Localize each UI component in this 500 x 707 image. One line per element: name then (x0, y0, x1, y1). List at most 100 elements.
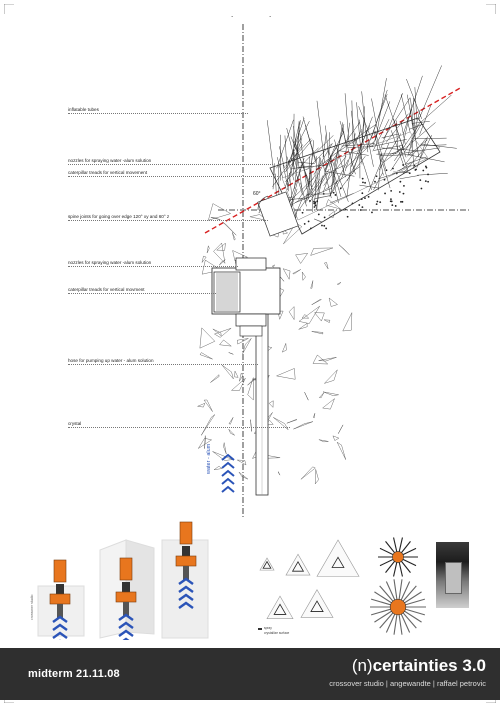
inflatable-tube (276, 119, 294, 169)
nozzle-dot (400, 200, 402, 203)
crystal-facet (210, 374, 220, 383)
nozzle-dot (314, 202, 316, 205)
nozzle-dot (303, 223, 306, 225)
nozzle-dot (323, 224, 326, 227)
inflatable-tube (321, 160, 332, 199)
inflatable-tube (404, 156, 427, 165)
crystal-facet (304, 392, 309, 401)
crystal-facet (221, 364, 234, 380)
inflatable-tube (373, 172, 383, 191)
brush-head-inner (281, 131, 429, 221)
tilt-axis-red (204, 86, 463, 234)
crystal-facet (234, 370, 239, 378)
nozzle-dot (385, 169, 388, 172)
inflatable-tubes-brush (266, 65, 457, 230)
crystal-facet (198, 438, 213, 449)
nozzle-dot (361, 206, 364, 209)
inflatable-tube (298, 161, 315, 164)
crystal-facet (313, 195, 332, 200)
nozzle-dot (309, 200, 311, 202)
angle-label: 60° (253, 191, 261, 197)
crystal-facet (292, 269, 301, 275)
crystal-facet (324, 262, 329, 270)
crystal-facet (324, 369, 338, 384)
crystal-facet (250, 419, 252, 432)
crystal-facet (199, 327, 216, 349)
crystal-facet (293, 421, 314, 430)
inflatable-tube (289, 172, 294, 207)
inflatable-tube (295, 188, 331, 203)
inflatable-tube (371, 101, 391, 148)
inflatable-tube (380, 154, 413, 156)
nozzle-dot (362, 181, 364, 184)
nozzle-ring (235, 257, 267, 271)
inflatable-tube (322, 171, 331, 193)
crystal-facet (328, 210, 336, 219)
inflatable-tube (329, 175, 344, 197)
label-nozzles-lower: nozzles for spraying water -alum solutio… (68, 260, 152, 265)
inflatable-tube (400, 94, 411, 133)
crystal-facet (237, 338, 249, 345)
nozzle-dot (394, 205, 397, 207)
inflatable-tube (290, 163, 303, 206)
inflatable-tube (329, 159, 349, 197)
inflatable-tube (409, 123, 424, 130)
leader-line (68, 220, 268, 221)
inflatable-tube (327, 148, 349, 202)
crystal-facet (232, 232, 236, 241)
crystal-facet (208, 203, 232, 221)
inflatable-tube (381, 147, 422, 152)
nozzle-dot (307, 220, 310, 223)
crystal-facet (282, 229, 289, 235)
nozzle-dot (398, 191, 401, 193)
leader-line (68, 113, 248, 114)
nozzle-dot (313, 200, 315, 203)
crystal-facet (277, 310, 284, 320)
inflatable-tube (350, 129, 362, 156)
nozzle-dot (401, 200, 404, 203)
inflatable-tube (299, 178, 321, 210)
crystal-facet (219, 339, 232, 347)
inflatable-tube (380, 93, 403, 149)
label-caterpillar-lower: caterpillar treads for vertical movment (68, 287, 145, 292)
inflatable-tube (397, 165, 412, 172)
nozzle-dot (301, 211, 304, 214)
leader-line (68, 176, 278, 177)
crystal-facet (328, 297, 338, 307)
triangle-diagram (316, 539, 360, 577)
inflatable-tube (420, 134, 432, 159)
inflatable-tube (334, 138, 359, 155)
robot-render (175, 521, 197, 609)
inflatable-tube (406, 94, 419, 157)
nozzle-dot (367, 195, 370, 198)
crystal-facet (323, 391, 339, 396)
nozzle-dot (375, 175, 378, 178)
crystal-facet (201, 255, 207, 263)
brush-render (378, 537, 418, 577)
inflatable-tube (316, 100, 325, 163)
inflatable-tube (378, 153, 382, 191)
crystal-facet (238, 471, 249, 480)
inflatable-tube (318, 156, 332, 190)
inflatable-tube (279, 146, 285, 169)
crystal-facet (286, 418, 297, 424)
triangle-diagram (285, 553, 311, 576)
crystal-facet (206, 245, 210, 254)
inflatable-tube (418, 65, 442, 120)
leader-line (68, 293, 216, 294)
crystal-facet (278, 471, 281, 476)
robot-render-sequence (37, 521, 209, 640)
crystal-facet (242, 338, 252, 354)
inflatable-tube (383, 97, 411, 139)
inflatable-tube (290, 122, 300, 163)
triangle-diagram (300, 589, 334, 618)
crystal-facet (325, 199, 341, 210)
inflatable-tube (367, 94, 388, 148)
inflatable-tube (350, 110, 356, 142)
inflatable-tube (284, 137, 303, 189)
crystal-facet (282, 268, 291, 280)
robot-diagram (196, 24, 470, 518)
inflatable-tube (315, 156, 317, 191)
inflatable-tube (359, 184, 379, 189)
inflatable-tube (286, 156, 295, 181)
